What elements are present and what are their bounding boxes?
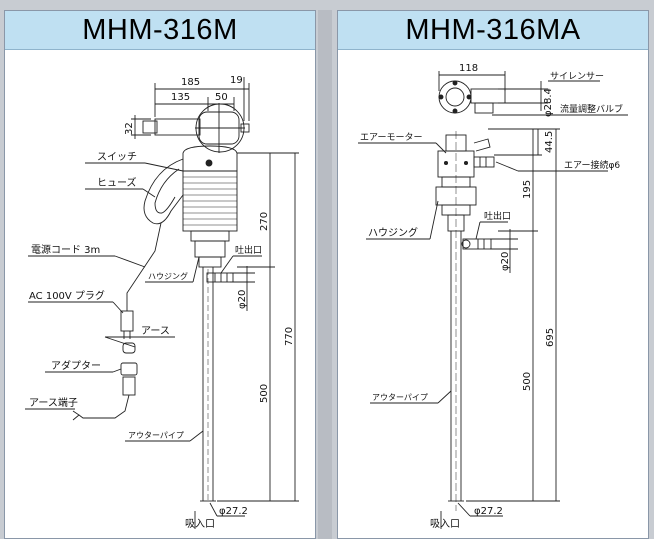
label-outer-pipe: アウターパイプ (372, 393, 428, 402)
dim-19: 19 (230, 75, 243, 86)
adapter (120, 362, 138, 376)
label-outlet: 吐出口 (235, 244, 262, 256)
label-air-motor: エアーモーター (360, 132, 422, 143)
dim-135: 135 (171, 92, 190, 103)
label-flow-valve: 流量調整バルブ (560, 103, 623, 115)
dim-500: 500 (522, 372, 533, 391)
panel-mhm-316m: MHM-316M (4, 10, 316, 539)
silencer-top (470, 88, 506, 104)
plug (120, 310, 134, 332)
earth-terminal-wire (78, 394, 130, 419)
label-adapter: アダプター (51, 359, 101, 372)
label-fuse: ヒューズ (97, 176, 137, 189)
diagram-mhm-316m: 185 135 50 19 32 270 770 500 φ20 φ27.2 ス… (25, 75, 299, 530)
label-outer-pipe: アウターパイプ (128, 431, 184, 440)
dim-770: 770 (284, 327, 295, 346)
label-switch: スイッチ (97, 151, 137, 163)
label-plug: AC 100V プラグ (29, 289, 105, 302)
label-earth-terminal: アース端子 (29, 396, 78, 409)
panel-title: MHM-316MA (338, 11, 648, 50)
panel-title: MHM-316M (5, 11, 315, 50)
handle-side (143, 158, 184, 225)
handle-top (154, 118, 201, 136)
label-earth: アース (141, 326, 170, 337)
flow-valve-lever (473, 138, 491, 152)
label-air-connection: エアー接続φ6 (564, 159, 620, 171)
panel-separator (318, 10, 332, 539)
switch-icon (205, 159, 213, 167)
label-silencer: サイレンサー (550, 71, 604, 82)
panel-mhm-316ma: MHM-316MA (337, 10, 649, 539)
dim-50: 50 (215, 92, 228, 103)
dim-695: 695 (545, 328, 556, 347)
motor-cap (182, 145, 238, 172)
label-housing: ハウジング (148, 271, 188, 281)
dim-phi20: φ20 (237, 290, 248, 309)
dim-185: 185 (181, 77, 200, 88)
housing (194, 240, 226, 258)
air-motor-top (438, 80, 472, 114)
outlet (462, 238, 492, 250)
label-outlet: 吐出口 (484, 210, 511, 222)
dim-phi20: φ20 (500, 252, 511, 271)
dim-phi284: φ28.4 (543, 88, 554, 117)
dim-270: 270 (259, 212, 270, 231)
dim-195: 195 (522, 180, 533, 199)
diagram-mhm-316ma: 118 φ28.4 44.5 195 695 500 φ20 φ27.2 サイレ… (358, 63, 628, 530)
dim-32: 32 (124, 122, 135, 135)
dim-phi27: φ27.2 (474, 506, 503, 517)
air-connector (473, 156, 495, 168)
power-cord (126, 222, 162, 311)
dim-445: 44.5 (544, 131, 555, 153)
outlet (206, 272, 234, 283)
dim-500: 500 (259, 384, 270, 403)
label-inlet: 吸入口 (430, 519, 460, 530)
label-housing: ハウジング (368, 226, 418, 239)
dim-phi27: φ27.2 (219, 506, 248, 517)
dim-118: 118 (459, 63, 478, 74)
label-inlet: 吸入口 (185, 519, 215, 530)
label-cord: 電源コード 3m (31, 243, 100, 256)
